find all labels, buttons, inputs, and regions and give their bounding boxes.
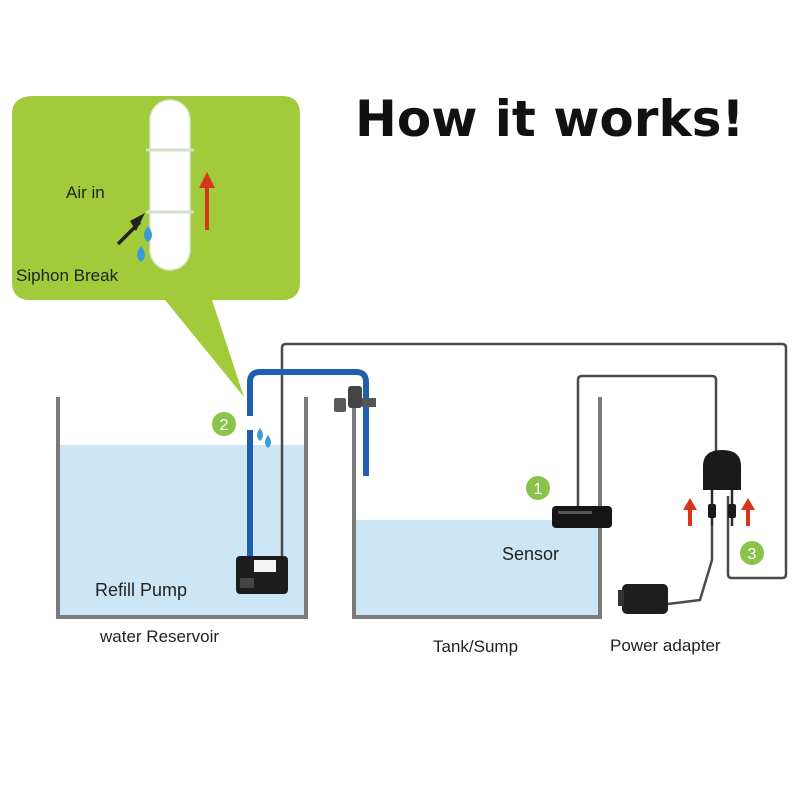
reservoir-walls: [56, 397, 308, 619]
sensor-cable: [576, 374, 718, 508]
siphon-break-label: Siphon Break: [16, 266, 119, 285]
water-drop-icon: [257, 428, 263, 441]
siphon-valve-icon: [149, 99, 191, 271]
sensor-icon: [552, 506, 612, 528]
pump-cable: [280, 342, 788, 580]
siphon-break-callout: Air in Siphon Break: [12, 96, 300, 397]
tube-clip-icon: [334, 386, 376, 412]
step-marker-1: 1: [526, 476, 550, 500]
svg-text:1: 1: [534, 481, 543, 498]
page-title: How it works!: [355, 90, 744, 148]
svg-text:3: 3: [748, 546, 757, 563]
svg-text:2: 2: [220, 417, 229, 434]
power-adapter-icon: [618, 584, 668, 614]
refill-pump-label: Refill Pump: [95, 580, 187, 600]
power-adapter-label: Power adapter: [610, 636, 721, 655]
power-cord: [667, 526, 714, 606]
water-drop-icon: [265, 435, 271, 448]
step-marker-3: 3: [740, 541, 764, 565]
tank-sump-label: Tank/Sump: [433, 637, 518, 656]
water-drop-icon: [137, 246, 145, 262]
refill-tube: [247, 369, 369, 558]
step-marker-2: 2: [212, 412, 236, 436]
controller-icon: [703, 450, 741, 526]
water-reservoir-label: water Reservoir: [99, 627, 219, 646]
air-in-label: Air in: [66, 183, 105, 202]
water-drop-icon: [144, 226, 152, 242]
tank-water: [354, 520, 600, 617]
refill-pump-icon: [236, 556, 288, 594]
connect-arrow-icon: [683, 498, 755, 526]
sensor-label: Sensor: [502, 544, 559, 564]
